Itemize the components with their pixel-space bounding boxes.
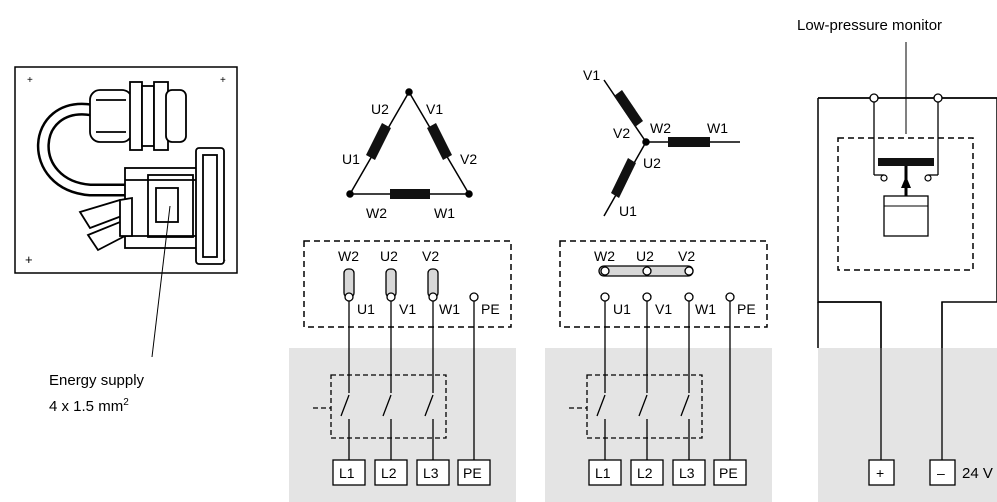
star-label-u1: U1 xyxy=(619,203,637,219)
screw-mark-bl: + xyxy=(25,252,33,267)
star-wires xyxy=(596,301,731,460)
delta-label-w1: W1 xyxy=(434,205,455,221)
star-terminal-box xyxy=(559,240,768,328)
delta-triangle xyxy=(346,88,473,198)
star-terminal-w2: W2 xyxy=(594,248,615,264)
monitor-supply-boxes xyxy=(868,459,956,486)
delta-label-v1: V1 xyxy=(426,101,443,117)
delta-label-u1: U1 xyxy=(342,151,360,167)
star-panel: V1 V2 W2 W1 U2 U1 W2 U2 V2 U1 V1 W1 PE xyxy=(545,67,772,502)
star-supply-l1: L1 xyxy=(595,465,611,481)
delta-terminal-v2: V2 xyxy=(422,248,439,264)
monitor-switch-housing xyxy=(837,137,974,271)
delta-terminal-w1: W1 xyxy=(439,301,460,317)
monitor-piston xyxy=(883,195,929,237)
star-terminal-posts xyxy=(600,292,735,302)
monitor-supply-panel xyxy=(818,348,997,502)
star-terminal-w1: W1 xyxy=(695,301,716,317)
monitor-contact-bar xyxy=(878,158,934,166)
delta-switch-box xyxy=(330,374,447,439)
monitor-minus: – xyxy=(937,465,945,481)
delta-terminal-posts xyxy=(344,292,479,302)
star-label-v1: V1 xyxy=(583,67,600,83)
star-coils xyxy=(611,90,710,198)
delta-wires xyxy=(340,301,475,460)
delta-supply-l3: L3 xyxy=(423,465,439,481)
delta-label-w2: W2 xyxy=(366,205,387,221)
screw-mark-tr: + xyxy=(220,75,226,86)
star-terminal-pe: PE xyxy=(737,301,756,317)
screw-mark-tl: + xyxy=(27,75,33,86)
delta-terminal-u2: U2 xyxy=(380,248,398,264)
delta-supply-boxes xyxy=(332,459,491,486)
star-supply-pe: PE xyxy=(719,465,738,481)
star-supply-l3: L3 xyxy=(679,465,695,481)
energy-supply-panel: + + + + xyxy=(14,66,238,415)
star-supply-l2: L2 xyxy=(637,465,653,481)
delta-coils xyxy=(366,123,452,199)
star-terminal-v2: V2 xyxy=(678,248,695,264)
star-switch-box xyxy=(586,374,703,439)
delta-label-v2: V2 xyxy=(460,151,477,167)
monitor-voltage: 24 V xyxy=(962,465,993,482)
delta-label-u2: U2 xyxy=(371,101,389,117)
monitor-title: Low-pressure monitor xyxy=(797,17,942,34)
upper-fitting xyxy=(89,81,187,151)
star-label-u2: U2 xyxy=(643,155,661,171)
star-supply-boxes xyxy=(588,459,747,486)
star-terminal-u1: U1 xyxy=(613,301,631,317)
energy-supply-leader xyxy=(151,205,171,358)
delta-supply-l2: L2 xyxy=(381,465,397,481)
monitor-contact-arrow xyxy=(901,176,911,188)
delta-terminal-w2: W2 xyxy=(338,248,359,264)
energy-supply-spec: 4 x 1.5 mm2 xyxy=(49,397,129,415)
star-bridge-posts xyxy=(600,266,694,276)
energy-supply-label: Energy supply xyxy=(49,372,145,389)
star-terminal-v1: V1 xyxy=(655,301,672,317)
delta-terminal-u1: U1 xyxy=(357,301,375,317)
star-label-w1: W1 xyxy=(707,120,728,136)
delta-panel: U2 V1 U1 V2 W2 W1 W2 U2 V2 U1 V1 W1 PE xyxy=(289,88,516,502)
delta-supply-l1: L1 xyxy=(339,465,355,481)
delta-terminal-box xyxy=(303,240,512,328)
delta-terminal-pe: PE xyxy=(481,301,500,317)
monitor-plus: + xyxy=(876,465,884,481)
supply-body xyxy=(78,147,225,265)
star-label-v2: V2 xyxy=(613,125,630,141)
delta-terminal-v1: V1 xyxy=(399,301,416,317)
delta-supply-pe: PE xyxy=(463,465,482,481)
monitor-panel: Low-pressure monitor xyxy=(797,17,997,502)
star-label-w2: W2 xyxy=(650,120,671,136)
monitor-wire-over-panel xyxy=(880,348,943,460)
star-terminal-u2: U2 xyxy=(636,248,654,264)
